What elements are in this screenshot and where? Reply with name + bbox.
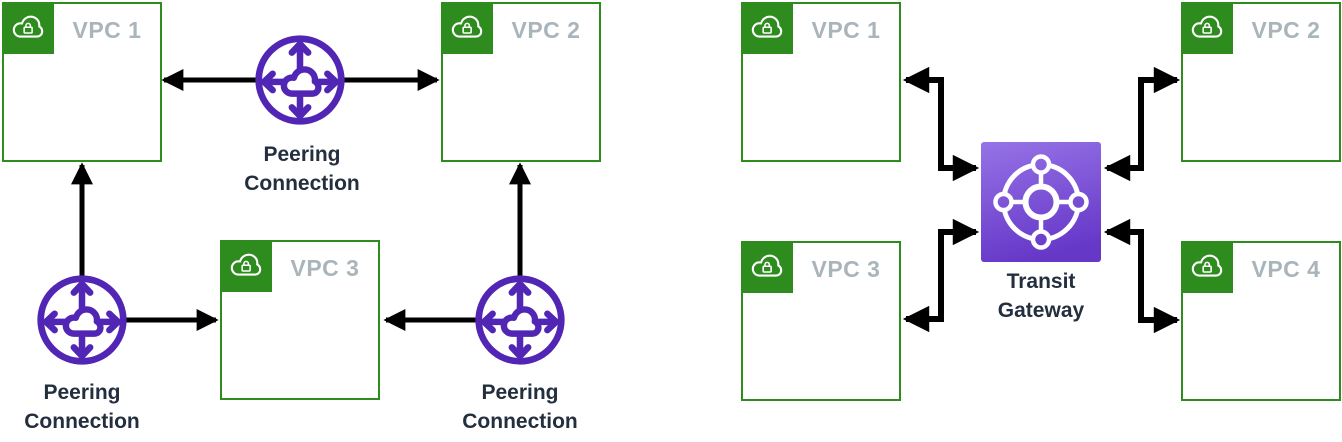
vpc-label: VPC 3 [290,254,360,281]
vpc-label: VPC 1 [72,16,142,43]
vpc-box-left-2: VPC 2 [441,2,601,162]
arrow-tgw-vpc2 [1103,66,1181,182]
arrow-tgw-vpc1 [902,66,980,182]
vpc-cloud-lock-icon [741,2,793,54]
vpc-box-left-1: VPC 1 [2,2,162,162]
vpc-box-right-2: VPC 2 [1181,2,1341,162]
vpc-box-right-4: VPC 4 [1181,241,1341,401]
vpc-label: VPC 4 [1251,255,1321,282]
peering-connection-icon [252,32,348,128]
vpc-box-right-3: VPC 3 [741,241,901,401]
vpc-box-left-3: VPC 3 [220,240,380,400]
transit-gateway-label: Transit Gateway [997,270,1085,322]
transit-gateway-icon [981,142,1101,262]
peering-connection-icon [34,272,130,368]
vpc-cloud-lock-icon [441,2,493,54]
peering-connection-icon [472,272,568,368]
vpc-cloud-lock-icon [220,240,272,292]
vpc-label: VPC 2 [1251,16,1321,43]
vpc-cloud-lock-icon [1181,241,1233,293]
peering-connection-label: Peering Connection [462,381,578,433]
vpc-cloud-lock-icon [1181,2,1233,54]
peering-connection-label: Peering Connection [244,143,360,195]
vpc-cloud-lock-icon [741,241,793,293]
peering-connection-label: Peering Connection [24,381,140,433]
arrow-tgw-vpc4 [1103,218,1181,334]
vpc-label: VPC 1 [811,16,881,43]
vpc-box-right-1: VPC 1 [741,2,901,162]
arrow-tgw-vpc3 [902,218,980,333]
vpc-label: VPC 2 [511,16,581,43]
vpc-cloud-lock-icon [2,2,54,54]
vpc-label: VPC 3 [811,255,881,282]
